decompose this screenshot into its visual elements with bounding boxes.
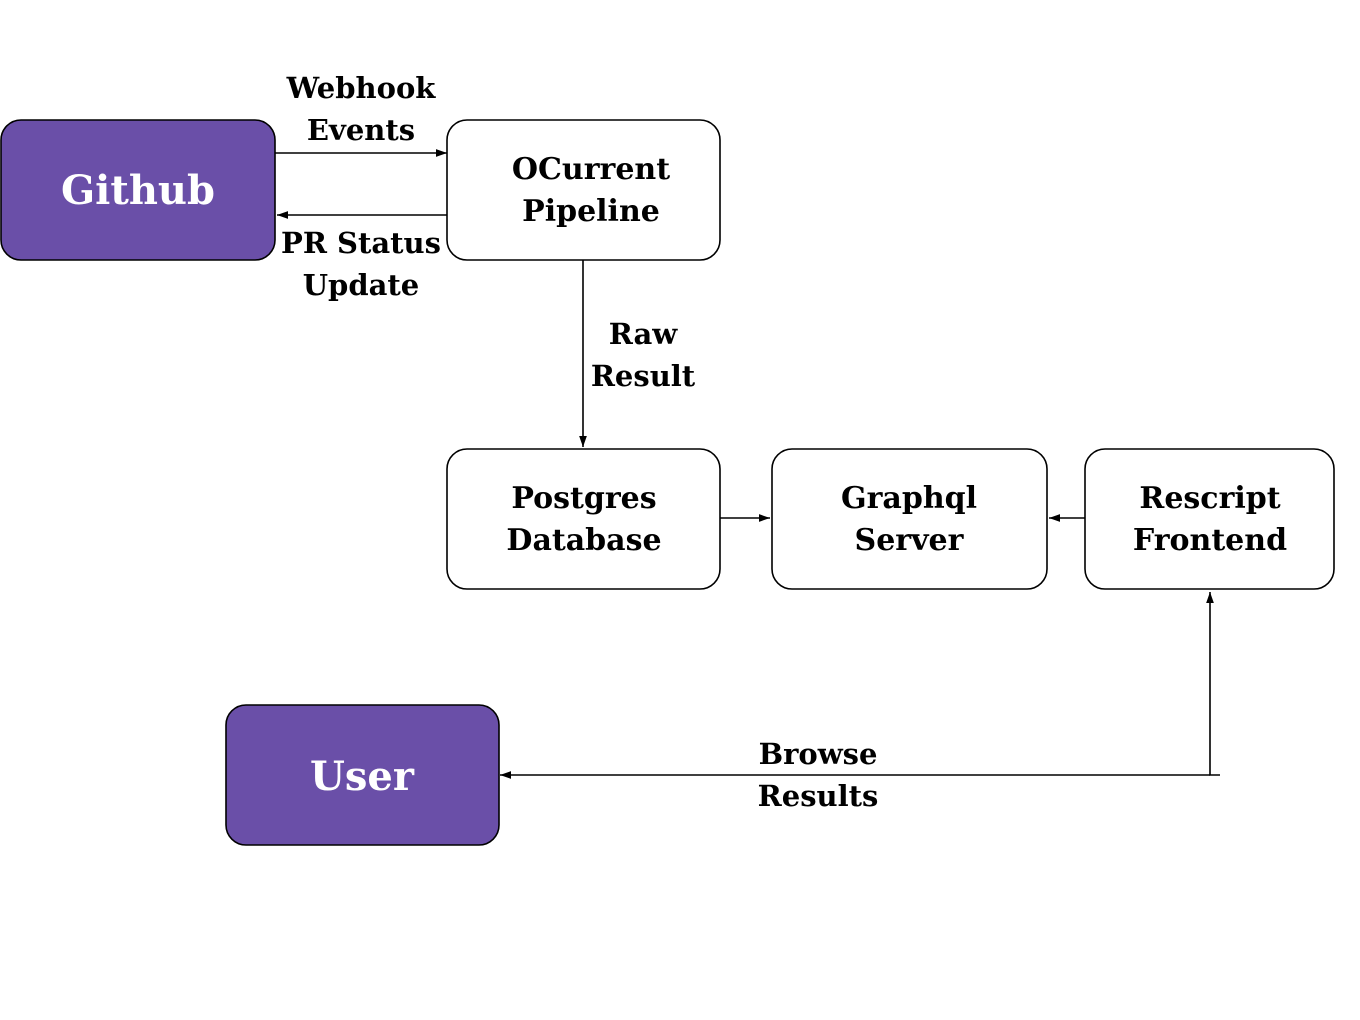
edge-label-webhook-line1: Webhook (286, 71, 437, 105)
node-github-box (0, 119, 276, 261)
edge-label-browse-line2: Results (758, 779, 879, 813)
node-user: User (225, 704, 500, 846)
node-ocurrent-pipeline-box (446, 119, 721, 261)
edge-label-webhook-line2: Events (307, 113, 415, 147)
node-graphql-server-label-line2: Server (855, 523, 965, 558)
edge-browse-results (1206, 592, 1220, 776)
node-rescript-frontend-label-line1: Rescript (1139, 481, 1280, 516)
edge-label-pr-status-line1: PR Status (281, 226, 441, 260)
node-ocurrent-pipeline: OCurrent Pipeline (446, 119, 721, 261)
node-ocurrent-pipeline-label-line1: OCurrent (512, 152, 670, 187)
nodes-layer: Github OCurrent Pipeline Postgres Databa… (0, 119, 1335, 846)
node-user-box (225, 704, 500, 846)
edge-label-pr-status-line2: Update (303, 268, 419, 302)
node-rescript-frontend: Rescript Frontend (1084, 448, 1335, 590)
node-github: Github (0, 119, 276, 261)
node-rescript-frontend-box (1084, 448, 1335, 590)
node-postgres-database-box (446, 448, 721, 590)
edges-layer (275, 149, 1220, 779)
node-postgres-database-label-line1: Postgres (511, 481, 656, 516)
node-graphql-server: Graphql Server (771, 448, 1048, 590)
node-postgres-database: Postgres Database (446, 448, 721, 590)
edge-label-raw-result-line2: Result (591, 359, 696, 393)
node-github-label: Github (61, 167, 215, 214)
node-postgres-database-label-line2: Database (506, 523, 661, 558)
node-graphql-server-box (771, 448, 1048, 590)
edge-label-browse-line1: Browse (759, 737, 878, 771)
node-ocurrent-pipeline-label-line2: Pipeline (522, 194, 660, 229)
node-graphql-server-label-line1: Graphql (841, 481, 977, 516)
node-rescript-frontend-label-line2: Frontend (1133, 523, 1287, 558)
edge-label-raw-result-line1: Raw (609, 317, 679, 351)
node-user-label: User (310, 753, 415, 800)
edge-labels-layer: Webhook Events PR Status Update Raw Resu… (281, 71, 878, 813)
